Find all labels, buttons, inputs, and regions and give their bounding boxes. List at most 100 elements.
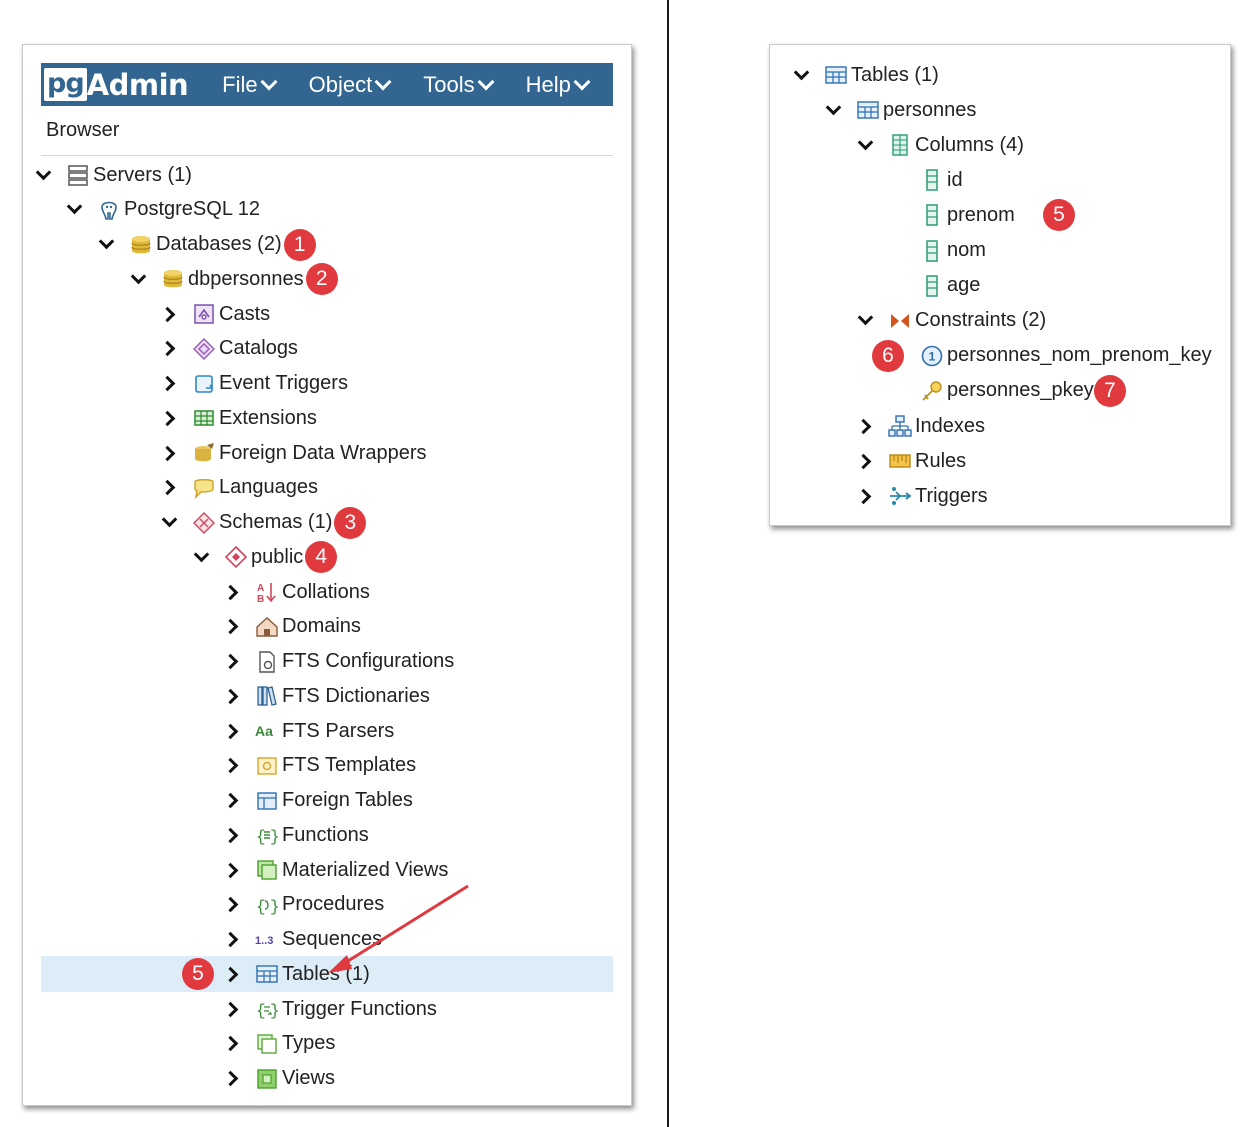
chevron-down-icon[interactable] bbox=[192, 541, 210, 573]
chevron-right-icon[interactable] bbox=[856, 480, 874, 512]
chevron-right-icon[interactable] bbox=[856, 410, 874, 442]
chevron-down-icon[interactable] bbox=[792, 59, 810, 91]
svg-text:{: { bbox=[256, 828, 266, 846]
chevron-right-icon[interactable] bbox=[160, 402, 178, 434]
menu-help[interactable]: Help bbox=[526, 72, 591, 98]
tree-item-id[interactable]: id bbox=[920, 164, 963, 196]
tree-item-extensions[interactable]: Extensions bbox=[192, 402, 317, 434]
tree-item-nom[interactable]: nom bbox=[920, 235, 986, 267]
menu-object[interactable]: Object bbox=[309, 72, 392, 98]
tree-item-tables-1[interactable]: Tables (1) bbox=[255, 958, 370, 990]
logo-pg: pg bbox=[44, 68, 87, 101]
tree-item-personnes[interactable]: personnes bbox=[856, 94, 976, 126]
tree-item-databases-2[interactable]: Databases (2)1 bbox=[129, 228, 316, 261]
chevron-right-icon[interactable] bbox=[223, 924, 241, 956]
chevron-down-icon[interactable] bbox=[65, 194, 83, 226]
chevron-right-icon[interactable] bbox=[223, 958, 241, 990]
tree-item-functions[interactable]: {}Functions bbox=[255, 819, 369, 851]
tree-item-types[interactable]: Types bbox=[255, 1028, 335, 1060]
chevron-right-icon[interactable] bbox=[856, 445, 874, 477]
tree-item-indexes[interactable]: Indexes bbox=[888, 410, 985, 442]
chevron-right-icon[interactable] bbox=[160, 298, 178, 330]
tree-item-triggers[interactable]: Triggers bbox=[888, 480, 988, 512]
tree-item-catalogs[interactable]: Catalogs bbox=[192, 333, 298, 365]
panel-divider bbox=[667, 0, 669, 1127]
materialized-views-icon bbox=[255, 858, 279, 882]
chevron-right-icon[interactable] bbox=[223, 611, 241, 643]
chevron-right-icon[interactable] bbox=[223, 785, 241, 817]
tree-item-label: PostgreSQL 12 bbox=[124, 198, 261, 221]
chevron-down-icon[interactable] bbox=[34, 159, 52, 191]
tree-item-columns-4[interactable]: Columns (4) bbox=[888, 129, 1024, 161]
tree-item-label: dbpersonnes bbox=[188, 267, 304, 290]
chevron-down-icon[interactable] bbox=[129, 263, 147, 295]
chevron-right-icon[interactable] bbox=[223, 889, 241, 921]
tree-item-age[interactable]: age bbox=[920, 270, 980, 302]
tree-item-label: FTS Configurations bbox=[282, 650, 455, 672]
chevron-right-icon[interactable] bbox=[160, 333, 178, 365]
chevron-down-icon[interactable] bbox=[824, 94, 842, 126]
menu-tools[interactable]: Tools bbox=[423, 72, 495, 98]
chevron-down-icon[interactable] bbox=[97, 229, 115, 261]
chevron-right-icon[interactable] bbox=[223, 819, 241, 851]
tree-item-languages[interactable]: Languages bbox=[192, 472, 318, 504]
chevron-right-icon[interactable] bbox=[223, 680, 241, 712]
menu-file[interactable]: File bbox=[222, 72, 278, 98]
tree-item-servers-1[interactable]: Servers (1) bbox=[66, 159, 192, 191]
selected-row-highlight bbox=[41, 956, 613, 993]
svg-text:}: } bbox=[270, 828, 279, 846]
rules-icon bbox=[888, 449, 912, 473]
tree-item-fts-configurations[interactable]: FTS Configurations bbox=[255, 646, 454, 678]
chevron-right-icon[interactable] bbox=[223, 1063, 241, 1095]
chevron-right-icon[interactable] bbox=[160, 472, 178, 504]
tree-item-fts-dictionaries[interactable]: FTS Dictionaries bbox=[255, 680, 430, 712]
tree-item-foreign-data-wrappers[interactable]: Foreign Data Wrappers bbox=[192, 437, 427, 469]
tree-item-schemas-1[interactable]: Schemas (1)3 bbox=[192, 506, 367, 539]
chevron-down-icon[interactable] bbox=[856, 305, 874, 337]
tree-item-constraints-2[interactable]: Constraints (2) bbox=[888, 305, 1046, 337]
databases-icon bbox=[129, 233, 153, 257]
tree-item-procedures[interactable]: {}Procedures bbox=[255, 889, 384, 921]
browser-panel: pg Admin File Object Tools Help Browser … bbox=[22, 44, 632, 1106]
chevron-right-icon[interactable] bbox=[223, 750, 241, 782]
tree-item-views[interactable]: Views bbox=[255, 1063, 335, 1095]
tree-item-trigger-functions[interactable]: {}Trigger Functions bbox=[255, 993, 437, 1025]
unique-constraint-icon: 1 bbox=[920, 344, 944, 368]
chevron-right-icon[interactable] bbox=[223, 1028, 241, 1060]
tree-item-prenom[interactable]: prenom bbox=[920, 199, 1015, 231]
tree-item-label: Domains bbox=[282, 615, 361, 638]
chevron-right-icon[interactable] bbox=[223, 576, 241, 608]
tree-item-rules[interactable]: Rules bbox=[888, 445, 966, 477]
column-icon bbox=[920, 203, 944, 227]
chevron-right-icon[interactable] bbox=[160, 368, 178, 400]
tree-item-materialized-views[interactable]: Materialized Views bbox=[255, 854, 448, 886]
chevron-right-icon[interactable] bbox=[223, 646, 241, 678]
svg-text:{: { bbox=[256, 898, 266, 916]
chevron-right-icon[interactable] bbox=[223, 715, 241, 747]
chevron-right-icon[interactable] bbox=[223, 854, 241, 886]
column-icon bbox=[920, 239, 944, 263]
tree-item-casts[interactable]: Casts bbox=[192, 298, 270, 330]
tree-item-event-triggers[interactable]: Event Triggers bbox=[192, 368, 348, 400]
chevron-right-icon[interactable] bbox=[223, 993, 241, 1025]
chevron-down-icon[interactable] bbox=[160, 507, 178, 539]
tree-item-foreign-tables[interactable]: Foreign Tables bbox=[255, 785, 413, 817]
tree-item-label: Constraints (2) bbox=[915, 309, 1047, 332]
functions-icon: {} bbox=[255, 823, 279, 847]
tree-item-postgresql-12[interactable]: PostgreSQL 12 bbox=[97, 194, 260, 226]
tree-item-tables-1[interactable]: Tables (1) bbox=[824, 59, 939, 91]
tree-item-label: Procedures bbox=[282, 893, 385, 916]
tree-item-fts-templates[interactable]: FTS Templates bbox=[255, 750, 416, 782]
tree-item-label: Views bbox=[282, 1067, 335, 1089]
tree-item-label: Materialized Views bbox=[282, 858, 449, 881]
tree-item-domains[interactable]: Domains bbox=[255, 611, 361, 643]
chevron-right-icon[interactable] bbox=[160, 437, 178, 469]
chevron-down-icon[interactable] bbox=[856, 129, 874, 161]
